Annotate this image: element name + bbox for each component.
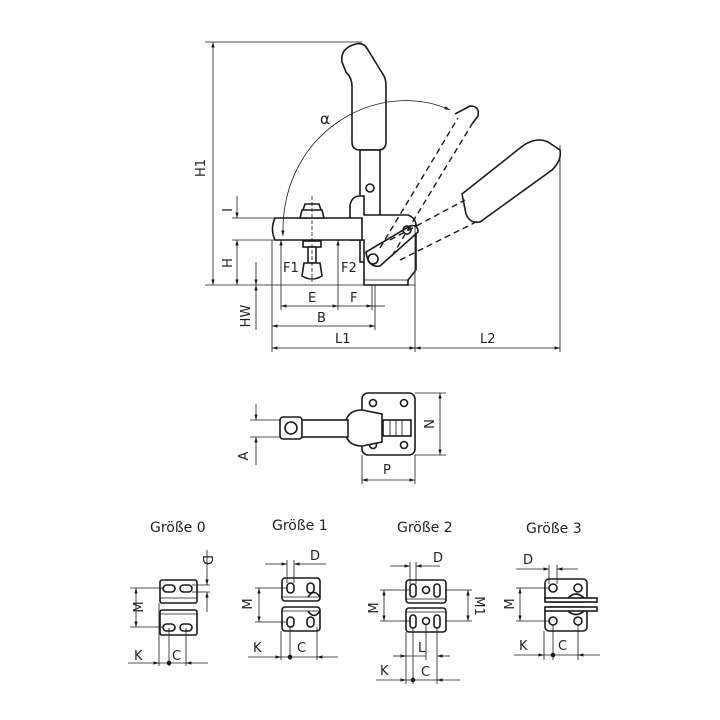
clamping-arm-top (299, 419, 349, 438)
handle-open-position-1-end (454, 105, 480, 125)
size-view-1: Größe 1 M D K C (241, 518, 338, 660)
label-L: L (418, 641, 426, 656)
label-D: D (523, 553, 533, 568)
label-F: F (350, 291, 357, 306)
label-M: M (241, 598, 256, 609)
label-HW: HW (239, 305, 254, 328)
label-C: C (172, 649, 181, 664)
handle-open-position-2-grip (461, 139, 562, 224)
label-C: C (421, 665, 430, 680)
label-K: K (253, 641, 262, 656)
size-title: Größe 3 (526, 521, 582, 537)
label-P: P (383, 463, 391, 478)
label-L1: L1 (335, 332, 351, 347)
label-C: C (297, 641, 306, 656)
label-K: K (380, 664, 389, 679)
label-D: D (310, 549, 320, 564)
label-A: A (237, 451, 252, 460)
spindle-screw (307, 246, 317, 264)
size-view-3: Größe 3 M D K C (503, 521, 600, 660)
label-D: D (199, 555, 214, 565)
pivot-pin (367, 253, 379, 265)
label-F2: F2 (341, 261, 357, 276)
label-H: H (221, 258, 236, 268)
label-M: M (367, 602, 382, 613)
label-alpha: α (320, 110, 330, 128)
side-view: H1 α I H F1 F2 HW E F B L1 L2 (194, 41, 562, 352)
handle-top (382, 419, 412, 437)
label-K: K (519, 639, 528, 654)
clamping-arm (271, 217, 363, 241)
label-I: I (221, 208, 236, 212)
label-D: D (433, 551, 443, 566)
size-title: Größe 1 (272, 518, 328, 534)
label-L2: L2 (480, 332, 496, 347)
handle-grip (340, 42, 387, 151)
size-title: Größe 2 (397, 520, 453, 536)
label-H1: H1 (194, 159, 209, 177)
size-view-0: Größe 0 M D K C (128, 520, 214, 666)
label-E: E (308, 291, 316, 306)
spindle-holder (279, 416, 303, 440)
top-view: A N P (237, 392, 446, 484)
label-N: N (423, 419, 438, 429)
label-M1: M1 (471, 596, 486, 616)
label-F1: F1 (283, 261, 299, 276)
label-B: B (317, 311, 326, 326)
size-view-2: Größe 2 M M1 D L K C (367, 520, 486, 684)
size-title: Größe 0 (150, 520, 206, 536)
label-M: M (132, 601, 147, 612)
pivot-housing (344, 409, 383, 447)
label-M: M (503, 598, 518, 609)
alpha-arc (281, 100, 451, 237)
label-C: C (558, 639, 567, 654)
label-K: K (134, 649, 143, 664)
